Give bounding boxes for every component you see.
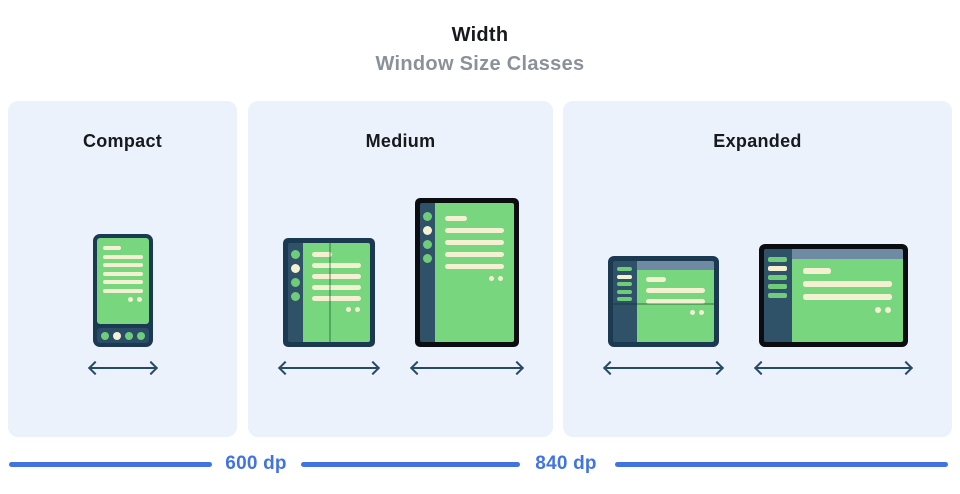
content-line (645, 277, 666, 282)
landscape-screen (791, 259, 903, 342)
nav-rail (287, 243, 303, 342)
sidebar-line (617, 274, 632, 279)
width-arrow (412, 367, 521, 369)
nav-dot (290, 250, 300, 259)
nav-dot (100, 331, 109, 340)
panel-medium-label: Medium (365, 131, 436, 151)
more-dots (646, 310, 705, 315)
content-line (444, 252, 504, 257)
content-line (802, 281, 892, 287)
tablet-landscape-icon (758, 244, 908, 347)
content-line (102, 271, 143, 276)
nav-dot (290, 278, 300, 287)
fold-line (612, 303, 714, 305)
nav-dot (136, 331, 145, 340)
content-line (102, 246, 121, 250)
sidebar-line (617, 297, 632, 301)
breakpoint-840dp: 840 dp (535, 453, 597, 474)
tablet-landscape-group (756, 244, 910, 369)
content-line (645, 299, 705, 304)
page-title: Width (451, 24, 509, 46)
content-line (444, 240, 504, 245)
nav-dot (422, 240, 432, 249)
panel-compact: Compact (8, 101, 237, 437)
width-arrow (756, 367, 910, 369)
sidebar (612, 261, 637, 342)
content-line (311, 285, 361, 290)
sidebar-line (617, 282, 632, 286)
phone-screen (96, 238, 149, 324)
app-top-bar (791, 249, 903, 259)
panel-compact-label: Compact (82, 131, 163, 151)
content-line (311, 296, 361, 301)
content-area (636, 261, 714, 342)
nav-rail (419, 203, 435, 342)
compact-devices (8, 234, 237, 369)
sidebar-line (617, 289, 632, 294)
app-top-bar (636, 261, 714, 270)
nav-dot (124, 331, 133, 340)
foldable-landscape-group (605, 256, 721, 369)
panel-expanded: Expanded (563, 101, 952, 437)
width-arrow (605, 367, 721, 369)
sidebar-line (768, 275, 787, 280)
more-dots (103, 297, 143, 302)
more-dots (312, 307, 361, 312)
landscape-screen (636, 270, 714, 342)
nav-dot (422, 254, 432, 263)
nav-dot (422, 226, 432, 235)
page-subtitle: Window Size Classes (375, 53, 585, 75)
breakpoint-rule-segment (9, 462, 212, 467)
expanded-devices (563, 244, 952, 369)
content-line (102, 254, 143, 259)
nav-dot (112, 331, 121, 340)
content-line (102, 280, 143, 284)
sidebar-line (768, 266, 787, 271)
width-arrow (90, 367, 155, 369)
content-line (311, 263, 361, 268)
content-line (802, 268, 831, 274)
content-line (311, 274, 361, 279)
width-arrow (280, 367, 377, 369)
tablet-portrait-group (412, 198, 521, 369)
content-line (444, 216, 467, 221)
medium-devices (248, 198, 553, 369)
content-line (311, 252, 333, 257)
sidebar-line (768, 257, 787, 262)
panel-expanded-label: Expanded (713, 131, 802, 151)
more-dots (445, 276, 504, 281)
tablet-portrait-icon (414, 198, 519, 347)
nav-dot (422, 212, 432, 221)
content-line (444, 228, 504, 233)
panel-medium: Medium (248, 101, 553, 437)
content-line (802, 294, 892, 300)
foldable-portrait-group (280, 238, 377, 369)
content-line (645, 288, 705, 293)
sidebar-line (768, 284, 787, 289)
tablet-screen (434, 203, 514, 342)
more-dots (803, 307, 892, 313)
content-line (444, 264, 504, 269)
phone-group (90, 234, 155, 369)
content-line (102, 288, 143, 293)
foldable-landscape-icon (607, 256, 719, 347)
nav-dot (290, 264, 300, 273)
phone-nav-bar (96, 328, 149, 343)
fold-line (328, 243, 331, 342)
nav-dot (290, 292, 300, 301)
content-area (791, 249, 903, 342)
content-line (102, 263, 143, 267)
sidebar (763, 249, 792, 342)
foldable-screen (302, 243, 370, 342)
phone-portrait-icon (92, 234, 153, 347)
breakpoint-rule-segment (615, 462, 948, 467)
sidebar-line (768, 293, 787, 298)
breakpoint-rule-segment (301, 462, 520, 467)
breakpoint-600dp: 600 dp (225, 453, 287, 474)
foldable-portrait-icon (282, 238, 375, 347)
sidebar-line (617, 267, 632, 271)
